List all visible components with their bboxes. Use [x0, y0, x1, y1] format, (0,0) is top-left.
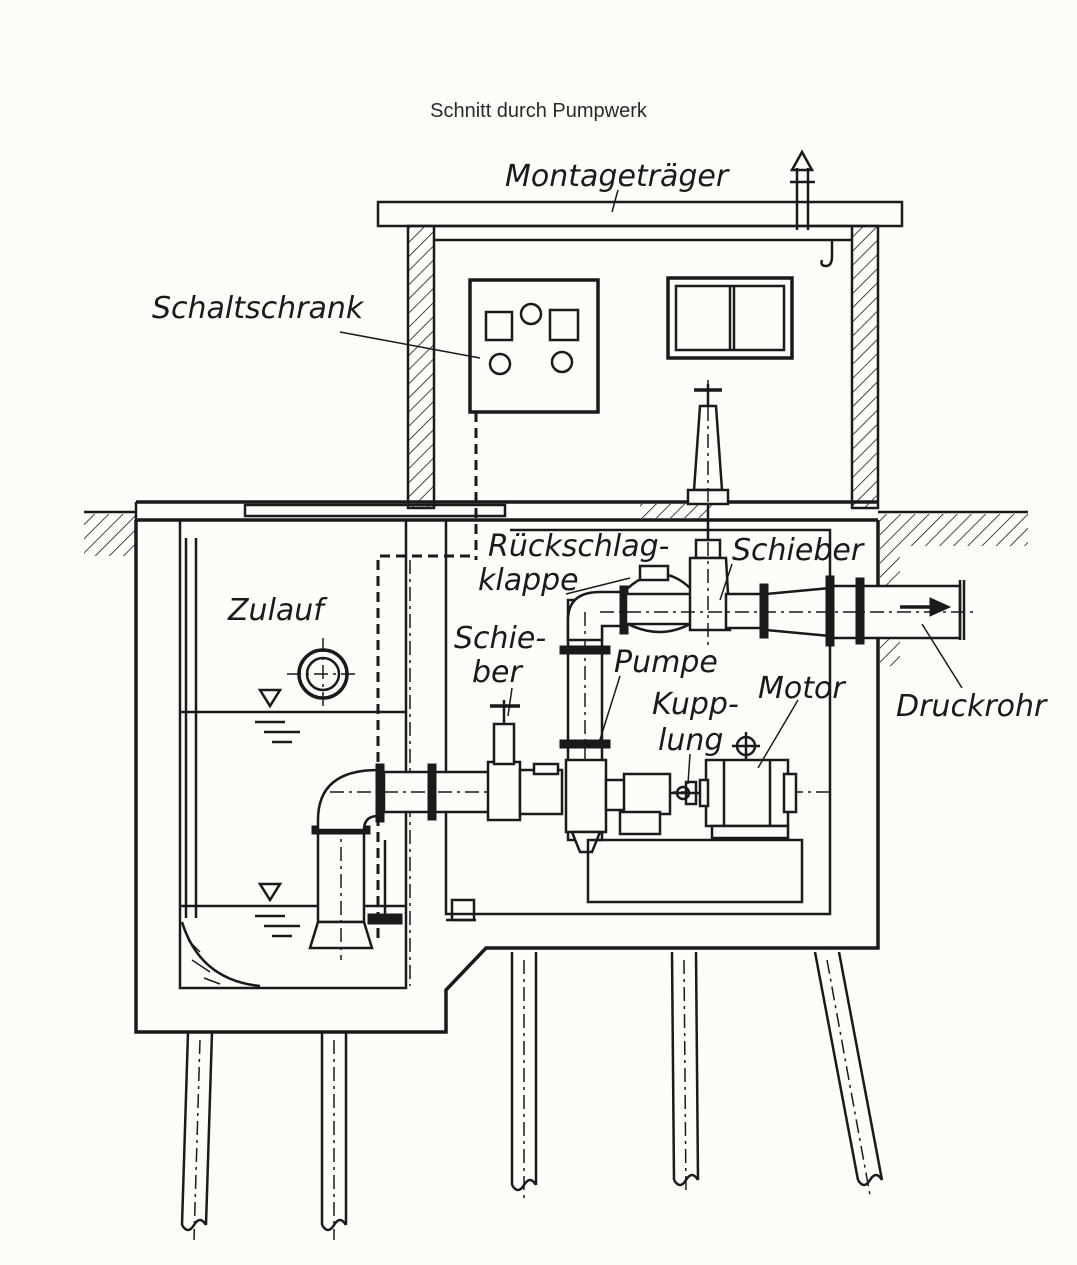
switch-cabinet: [468, 278, 600, 560]
check-valve: [624, 564, 698, 634]
label-schieber-left-1: Schie-: [454, 621, 546, 656]
leader-lines: [339, 189, 963, 785]
motor: [698, 732, 798, 840]
pump-house: [376, 149, 904, 560]
suction-gate-valve: [486, 700, 564, 822]
foundation-piles: [180, 951, 884, 1241]
window-icon: [666, 276, 794, 360]
suction-pipe: [308, 763, 403, 960]
label-montagetraeger: Montageträger: [505, 159, 730, 194]
pile-4: [670, 951, 700, 1196]
label-druckrohr: Druckrohr: [896, 689, 1048, 724]
inlet-pipe-icon: [287, 638, 359, 710]
ladder: [184, 538, 198, 918]
page-title: Schnitt durch Pumpwerk: [430, 100, 647, 122]
label-rueckschlag-2: klappe: [478, 563, 579, 598]
label-motor: Motor: [758, 671, 846, 706]
label-schieber-top: Schieber: [732, 533, 865, 568]
discharge-pipe: [600, 575, 975, 647]
pile-2: [320, 1032, 348, 1240]
pile-1: [180, 1031, 214, 1241]
pump: [564, 758, 672, 854]
vent-pipe: [789, 149, 815, 230]
house-wall-left: [406, 224, 436, 510]
water-level-high-icon: [255, 688, 300, 744]
mounting-beam: [376, 200, 904, 228]
substructure: [134, 500, 880, 1034]
label-schieber-left-2: ber: [472, 655, 524, 690]
crane-hook-icon: [820, 240, 834, 268]
label-kupplung-1: Kupp-: [652, 687, 739, 722]
house-wall-right: [850, 224, 880, 510]
label-rueckschlag-1: Rückschlag-: [488, 529, 669, 564]
pipework: [308, 380, 975, 960]
label-kupplung-2: lung: [658, 723, 723, 758]
label-pumpe: Pumpe: [614, 645, 718, 680]
pressure-gate-valve: [686, 380, 732, 650]
label-schaltschrank: Schaltschrank: [152, 291, 365, 326]
machine-base: [586, 838, 804, 904]
label-zulauf: Zulauf: [227, 593, 328, 628]
labels: Montageträger Schaltschrank Zulauf Rücks…: [152, 159, 1048, 758]
pile-3: [510, 952, 538, 1200]
pile-5: [813, 951, 884, 1196]
water-level-low-icon: [255, 882, 300, 938]
